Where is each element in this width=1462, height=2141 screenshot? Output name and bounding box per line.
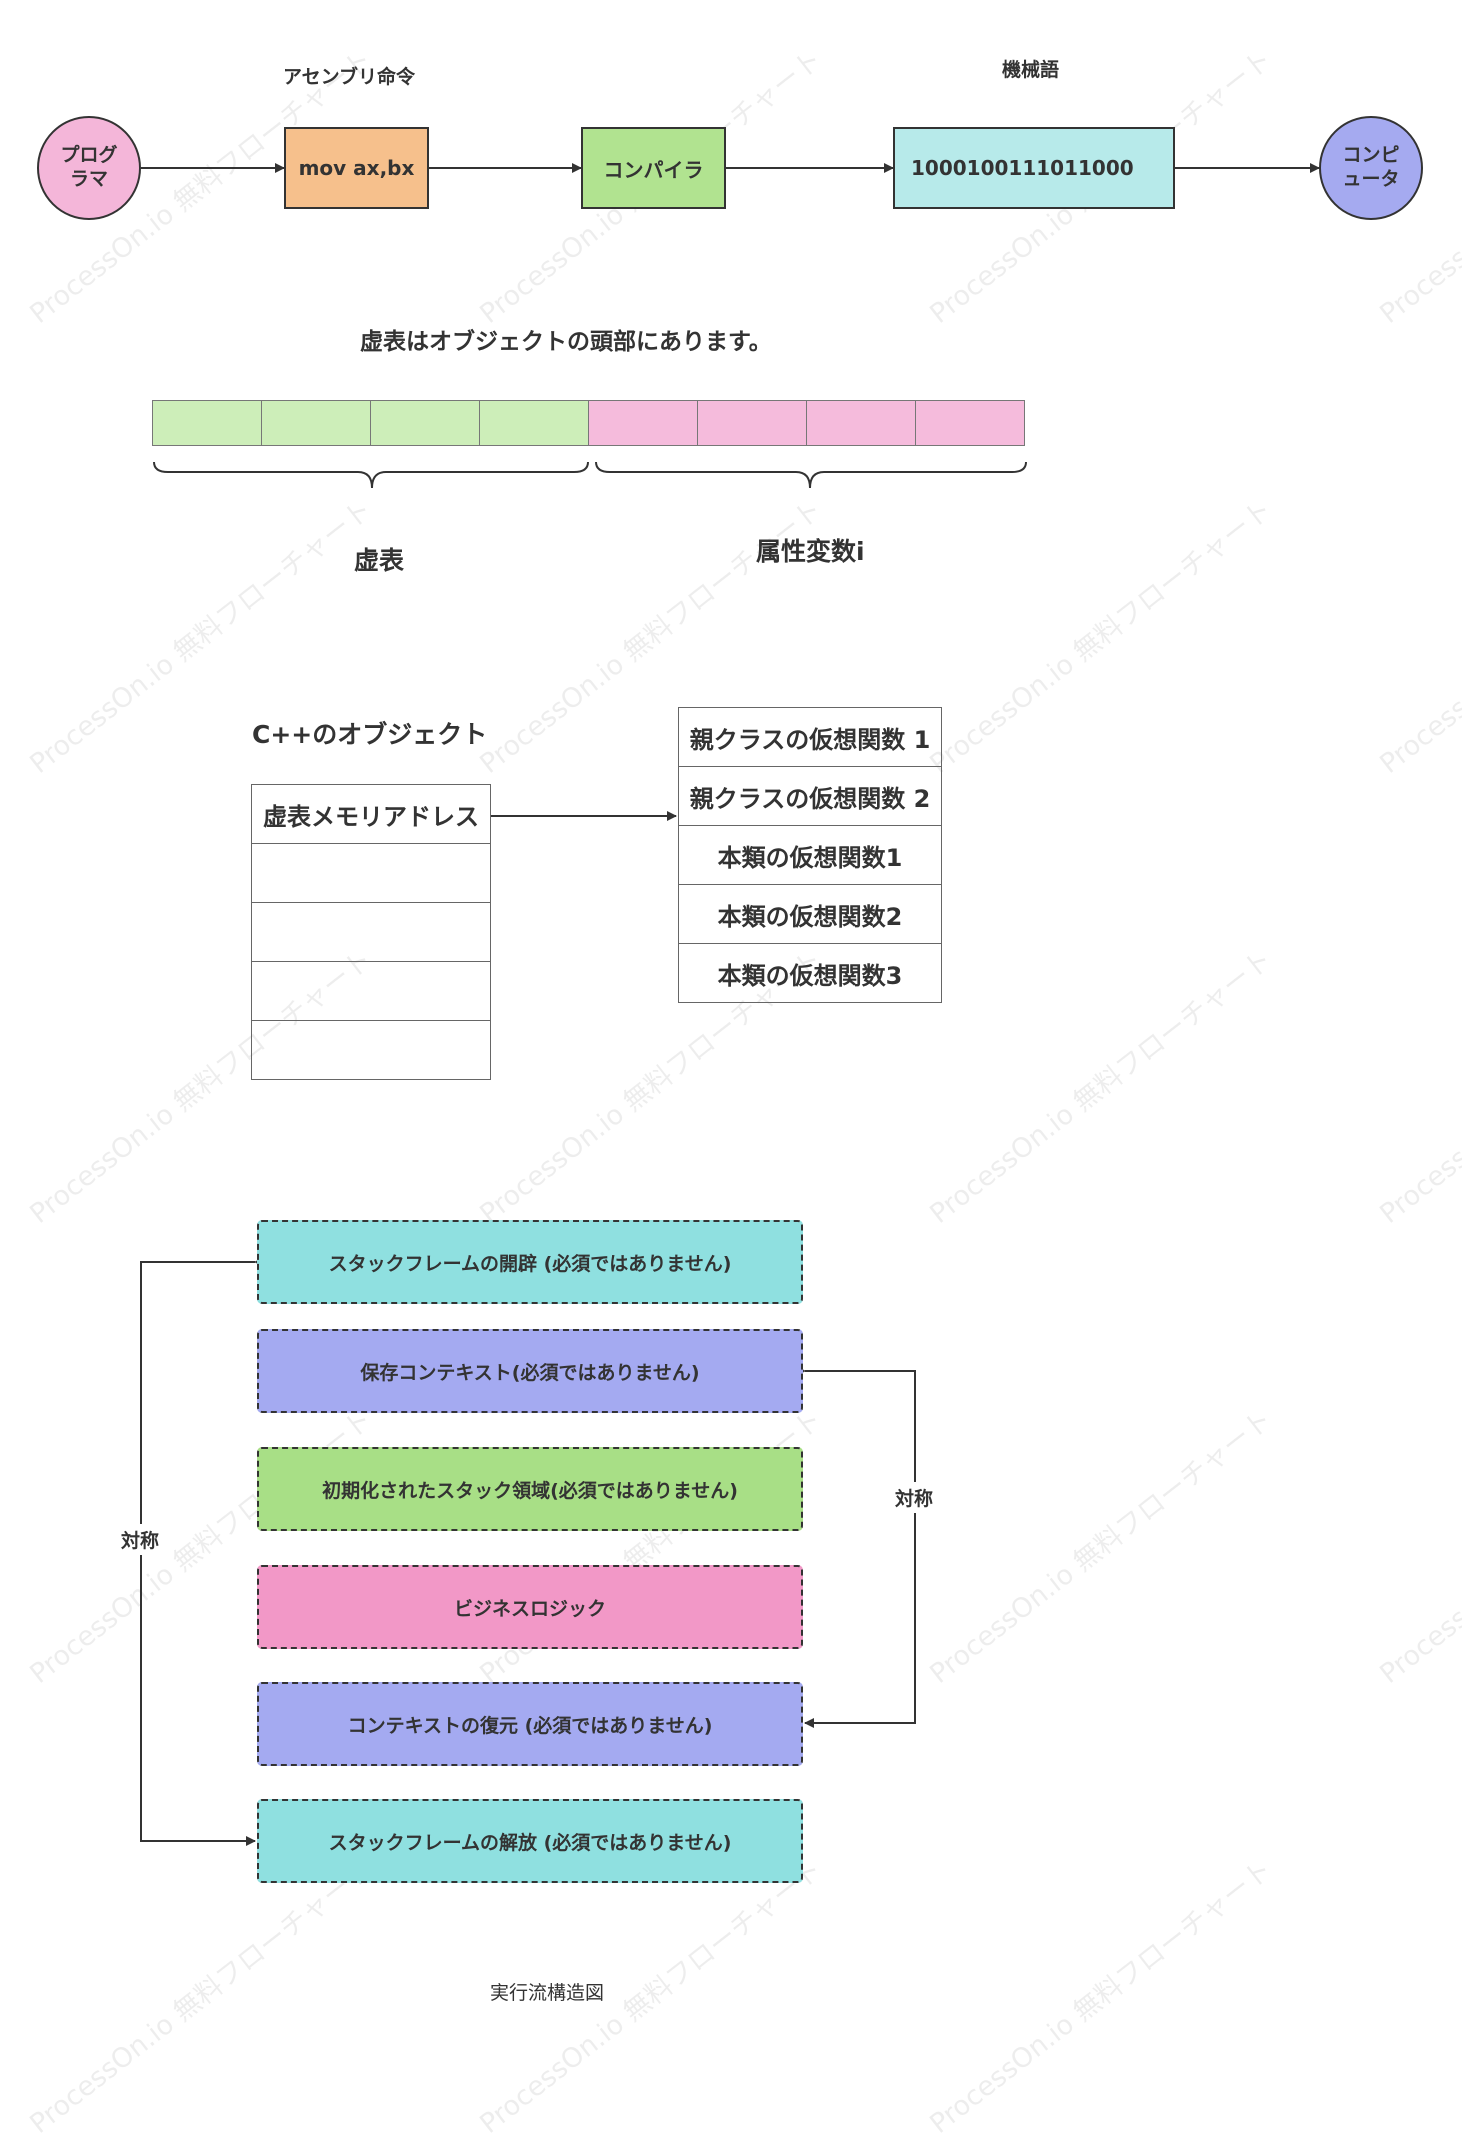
- attr-brace: [595, 461, 1027, 489]
- machine-code-label: 機械語: [1002, 59, 1060, 81]
- assembly-code: mov ax,bx: [298, 156, 415, 180]
- vtable-cell: [152, 400, 262, 446]
- vtable-row: 親クラスの仮想関数 1: [678, 707, 942, 767]
- frame-init-stack: 初期化されたスタック領域(必須ではありません): [257, 1447, 803, 1531]
- cpp-object-title: C++のオブジェクト: [252, 720, 488, 749]
- assembly-label: アセンブリ命令: [283, 66, 416, 88]
- vtable-row: 本類の仮想関数2: [678, 884, 942, 944]
- object-row: [251, 1020, 491, 1080]
- object-row: [251, 843, 491, 903]
- frame-stack-alloc: スタックフレームの開辟 (必須ではありません): [257, 1220, 803, 1304]
- attr-brace-label: 属性変数i: [756, 537, 865, 566]
- machine-code: 1000100111011000: [911, 156, 1134, 180]
- vtable-row: 本類の仮想関数1: [678, 825, 942, 885]
- vtable-brace: [153, 461, 589, 489]
- program-circle: プログ ラマ: [37, 116, 141, 220]
- machine-code-box: 1000100111011000: [893, 127, 1175, 209]
- vtable-cell: [479, 400, 589, 446]
- object-row: [251, 902, 491, 962]
- vtable-brace-label: 虚表: [354, 546, 405, 575]
- computer-circle: コンピ ュータ: [1319, 116, 1423, 220]
- assembly-box: mov ax,bx: [284, 127, 429, 209]
- frame-restore-context: コンテキストの復元 (必須ではありません): [257, 1682, 803, 1766]
- vtable-row: 親クラスの仮想関数 2: [678, 766, 942, 826]
- symmetric-outer-label: 対称: [121, 1524, 160, 1555]
- connector-layer: [140, 163, 1320, 1846]
- memory-layout-title: 虚表はオブジェクトの頭部にあります。: [360, 329, 772, 355]
- diagram-caption: 実行流構造図: [490, 1982, 605, 2004]
- compiler-box: コンパイラ: [581, 127, 726, 209]
- frame-save-context: 保存コンテキスト(必須ではありません): [257, 1329, 803, 1413]
- vtable-row: 本類の仮想関数3: [678, 943, 942, 1003]
- vtable-cell: [370, 400, 480, 446]
- symmetric-inner-connector: [796, 1366, 916, 1728]
- symmetric-inner-label: 対称: [895, 1482, 934, 1513]
- attr-cell: [915, 400, 1025, 446]
- object-table: 虚表メモリアドレス: [251, 784, 491, 1080]
- attr-cell: [588, 400, 698, 446]
- object-memory-bar: [152, 400, 1025, 446]
- vtable-cell: [261, 400, 371, 446]
- object-row-vptr: 虚表メモリアドレス: [251, 784, 491, 844]
- attr-cell: [806, 400, 916, 446]
- attr-cell: [697, 400, 807, 446]
- frame-business-logic: ビジネスロジック: [257, 1565, 803, 1649]
- vtable-table: 親クラスの仮想関数 1 親クラスの仮想関数 2 本類の仮想関数1 本類の仮想関数…: [678, 707, 942, 1003]
- frame-stack-release: スタックフレームの解放 (必須ではありません): [257, 1799, 803, 1883]
- object-row: [251, 961, 491, 1021]
- compiler-label: コンパイラ: [603, 157, 704, 182]
